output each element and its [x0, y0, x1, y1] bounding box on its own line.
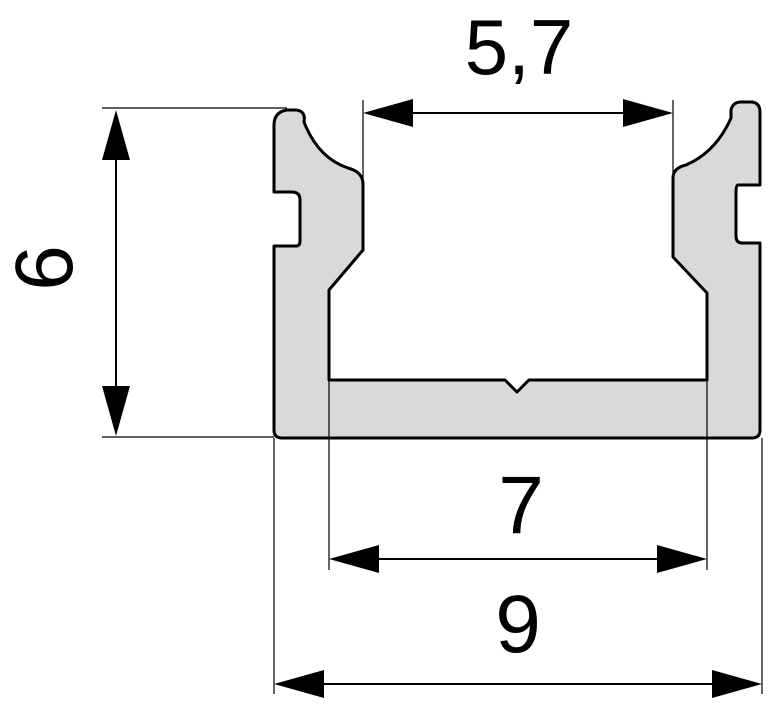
arrowhead-left	[363, 99, 413, 127]
arrowhead-left	[274, 670, 324, 698]
dimension-label-inner-width: 7	[498, 460, 544, 551]
dimension-height: 6	[0, 110, 130, 436]
arrowhead-left	[329, 545, 379, 573]
dimension-label-height: 6	[0, 245, 90, 291]
dimension-inner-width: 7	[329, 460, 707, 573]
dimension-top-opening: 5,7	[363, 3, 673, 127]
dimension-outer-width: 9	[274, 579, 762, 698]
arrowhead-right	[623, 99, 673, 127]
dimension-label-top-opening: 5,7	[465, 3, 573, 91]
dimension-label-outer-width: 9	[495, 579, 541, 670]
arrowhead-right	[657, 545, 707, 573]
arrowhead-down	[102, 386, 130, 436]
arrowhead-up	[102, 110, 130, 160]
arrowhead-right	[712, 670, 762, 698]
aluminium-profile-section	[272, 100, 762, 440]
